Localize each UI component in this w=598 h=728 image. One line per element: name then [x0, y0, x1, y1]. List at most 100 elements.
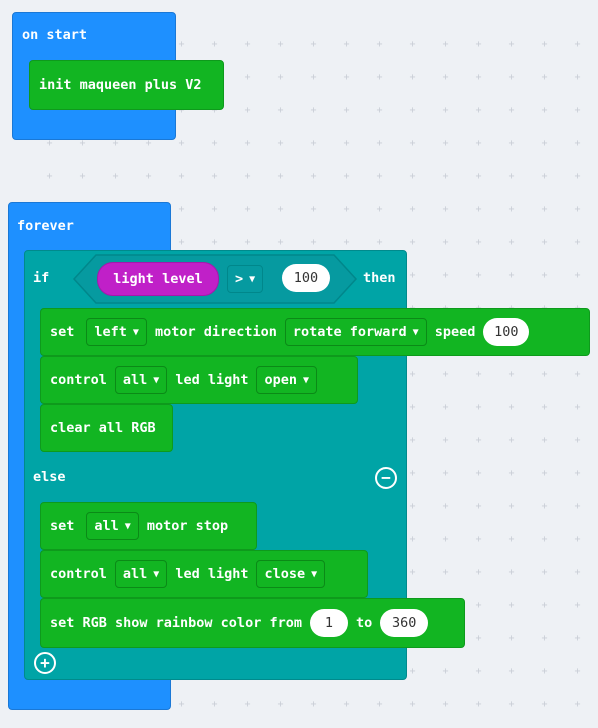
- stop-target-dropdown[interactable]: all ▼: [86, 512, 139, 540]
- grid-dot: +: [508, 39, 515, 50]
- grid-dot: +: [508, 666, 515, 677]
- grid-dot: +: [310, 72, 317, 83]
- grid-dot: +: [244, 204, 251, 215]
- clear-rgb-label: clear all RGB: [50, 420, 156, 436]
- motor-direction-dropdown[interactable]: rotate forward ▼: [284, 318, 427, 346]
- rainbow-block[interactable]: set RGB show rainbow color from 1 to 360: [40, 598, 465, 648]
- grid-dot: +: [211, 105, 218, 116]
- grid-dot: +: [574, 402, 581, 413]
- grid-dot: +: [475, 633, 482, 644]
- rainbow-from-input[interactable]: 1: [309, 609, 348, 637]
- grid-dot: +: [541, 633, 548, 644]
- led-close-state-dropdown[interactable]: close ▼: [256, 560, 326, 588]
- control-label: control: [50, 372, 107, 388]
- init-maqueen-block[interactable]: init maqueen plus V2: [29, 60, 224, 110]
- grid-dot: +: [541, 435, 548, 446]
- led-state-dropdown[interactable]: open ▼: [256, 366, 318, 394]
- chevron-down-icon: ▼: [249, 273, 256, 285]
- grid-dot: +: [211, 39, 218, 50]
- grid-dot: +: [442, 39, 449, 50]
- control-led-open-block[interactable]: control all ▼ led light open ▼: [40, 356, 358, 404]
- threshold-input[interactable]: 100: [282, 264, 330, 292]
- plus-circle-icon[interactable]: +: [34, 652, 56, 674]
- grid-dot: +: [244, 39, 251, 50]
- grid-dot: +: [409, 435, 416, 446]
- chevron-down-icon: ▼: [412, 326, 419, 338]
- set-motor-direction-block[interactable]: set left ▼ motor direction rotate forwar…: [40, 308, 590, 356]
- grid-dot: +: [343, 39, 350, 50]
- grid-dot: +: [409, 138, 416, 149]
- grid-dot: +: [508, 435, 515, 446]
- grid-dot: +: [574, 171, 581, 182]
- grid-dot: +: [574, 666, 581, 677]
- grid-dot: +: [541, 501, 548, 512]
- grid-dot: +: [508, 600, 515, 611]
- operator-dropdown[interactable]: > ▼: [227, 265, 264, 293]
- grid-dot: +: [541, 402, 548, 413]
- grid-dot: +: [178, 171, 185, 182]
- grid-dot: +: [508, 534, 515, 545]
- motor-direction-value: rotate forward: [292, 324, 407, 340]
- then-label: then: [363, 270, 396, 286]
- led-target-value: all: [122, 372, 148, 388]
- led-close-target-dropdown[interactable]: all ▼: [114, 560, 168, 588]
- grid-dot: +: [508, 468, 515, 479]
- grid-dot: +: [508, 72, 515, 83]
- rainbow-label: set RGB show rainbow color from: [50, 615, 302, 631]
- grid-dot: +: [541, 369, 548, 380]
- minus-circle-icon[interactable]: −: [375, 467, 397, 489]
- rainbow-to-input[interactable]: 360: [380, 609, 429, 637]
- motor-stop-block[interactable]: set all ▼ motor stop: [40, 502, 257, 550]
- grid-dot: +: [574, 105, 581, 116]
- grid-dot: +: [508, 501, 515, 512]
- grid-dot: +: [508, 171, 515, 182]
- grid-dot: +: [244, 699, 251, 710]
- speed-input[interactable]: 100: [483, 318, 530, 346]
- led-target-dropdown[interactable]: all ▼: [114, 366, 168, 394]
- grid-dot: +: [508, 138, 515, 149]
- grid-dot: +: [475, 468, 482, 479]
- grid-dot: +: [211, 204, 218, 215]
- grid-dot: +: [409, 39, 416, 50]
- grid-dot: +: [574, 270, 581, 281]
- grid-dot: +: [442, 72, 449, 83]
- grid-dot: +: [178, 138, 185, 149]
- motor-side-dropdown[interactable]: left ▼: [86, 318, 147, 346]
- led-close-target-value: all: [122, 566, 148, 582]
- grid-dot: +: [310, 138, 317, 149]
- grid-dot: +: [442, 204, 449, 215]
- grid-dot: +: [541, 138, 548, 149]
- grid-dot: +: [541, 534, 548, 545]
- grid-dot: +: [277, 138, 284, 149]
- grid-dot: +: [376, 138, 383, 149]
- grid-dot: +: [475, 237, 482, 248]
- grid-dot: +: [310, 105, 317, 116]
- init-maqueen-label: init maqueen plus V2: [39, 77, 202, 93]
- grid-dot: +: [178, 204, 185, 215]
- control-led-close-block[interactable]: control all ▼ led light close ▼: [40, 550, 368, 598]
- grid-dot: +: [475, 435, 482, 446]
- grid-dot: +: [475, 270, 482, 281]
- grid-dot: +: [574, 600, 581, 611]
- grid-dot: +: [541, 270, 548, 281]
- grid-dot: +: [574, 534, 581, 545]
- on-start-label: on start: [22, 27, 88, 43]
- grid-dot: +: [376, 699, 383, 710]
- grid-dot: +: [409, 105, 416, 116]
- else-label: else: [33, 469, 66, 485]
- grid-dot: +: [112, 138, 119, 149]
- grid-dot: +: [508, 567, 515, 578]
- grid-dot: +: [574, 369, 581, 380]
- grid-dot: +: [376, 39, 383, 50]
- grid-dot: +: [442, 105, 449, 116]
- grid-dot: +: [541, 204, 548, 215]
- grid-dot: +: [310, 237, 317, 248]
- grid-dot: +: [376, 204, 383, 215]
- clear-rgb-block[interactable]: clear all RGB: [40, 404, 173, 452]
- grid-dot: +: [442, 666, 449, 677]
- grid-dot: +: [178, 699, 185, 710]
- light-level-reporter[interactable]: light level: [97, 262, 219, 296]
- grid-dot: +: [343, 138, 350, 149]
- grid-dot: +: [211, 237, 218, 248]
- grid-dot: +: [79, 171, 86, 182]
